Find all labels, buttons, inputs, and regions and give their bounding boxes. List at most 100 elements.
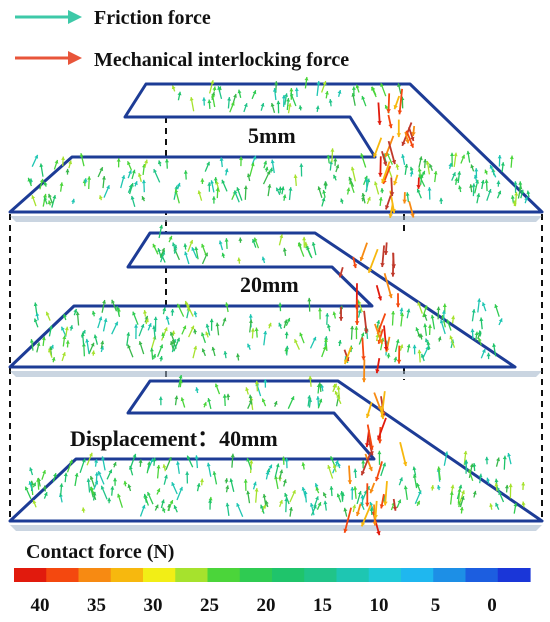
force-vector-head (402, 199, 407, 204)
force-vector-head (43, 181, 48, 186)
force-vector-head (327, 465, 332, 469)
force-vector-head (147, 492, 151, 496)
colorbar-tick-label: 10 (370, 595, 389, 616)
force-vector-head (169, 341, 174, 345)
legend: Friction force Mechanical interlocking f… (15, 7, 349, 71)
force-vector-head (513, 181, 518, 185)
force-vector-head (111, 299, 115, 304)
force-vector-head (334, 391, 339, 395)
force-vector-head (101, 456, 105, 461)
force-vector-head (368, 466, 373, 471)
friction-legend-arrow (15, 10, 82, 24)
force-vector-head (459, 506, 464, 511)
force-vector-head (377, 439, 383, 444)
force-vector-head (415, 327, 420, 332)
force-arrows-40mm (24, 374, 526, 536)
force-vector-head (281, 95, 286, 99)
force-vector-head (34, 154, 39, 159)
force-vector-head (207, 182, 212, 186)
force-vector-head (411, 132, 416, 136)
force-vector-head (397, 110, 403, 115)
force-vector-head (174, 395, 179, 400)
force-vector-head (382, 161, 388, 166)
force-vector-head (71, 198, 76, 203)
force-vector-head (65, 168, 70, 173)
force-vector-head (138, 459, 143, 463)
force-vector-head (504, 484, 509, 489)
force-vector-head (245, 387, 250, 392)
force-vector-head (466, 150, 471, 155)
force-vector (363, 310, 368, 334)
force-vector-head (239, 156, 243, 161)
force-vector-head (481, 302, 486, 307)
force-vector-head (469, 184, 474, 188)
force-vector-head (343, 528, 348, 533)
force-vector-head (361, 96, 366, 100)
force-vector-head (484, 456, 489, 461)
force-vector-head (251, 239, 256, 243)
force-vector-head (367, 196, 371, 201)
force-vector-head (90, 486, 95, 491)
force-vector-head (36, 478, 41, 482)
force-vector (381, 161, 391, 184)
force-vector-head (380, 414, 385, 420)
force-vector-head (29, 467, 33, 472)
colorbar-swatch (336, 568, 370, 582)
force-vector-head (288, 187, 293, 191)
force-vector-head (209, 318, 214, 323)
force-vector-head (337, 462, 341, 467)
force-vector-head (267, 322, 272, 327)
force-vector-head (416, 188, 421, 193)
force-vector-head (507, 453, 511, 457)
force-vector-head (282, 247, 287, 252)
force-vector-head (384, 105, 389, 109)
force-vector-head (98, 316, 103, 321)
force-vector-head (278, 302, 283, 307)
force-vector-head (369, 451, 374, 456)
force-vector-head (162, 464, 167, 468)
force-vector-head (156, 465, 161, 469)
force-vector-head (290, 396, 295, 401)
force-vector-head (444, 451, 449, 456)
force-vector-head (289, 88, 294, 92)
force-vector-head (276, 100, 281, 105)
force-vector-head (374, 181, 378, 186)
force-vector-head (91, 310, 96, 315)
force-vector-head (183, 243, 188, 247)
force-vector-head (468, 469, 472, 473)
force-vector-head (149, 458, 154, 463)
colorbar-tick-label: 0 (487, 595, 497, 616)
force-vector-head (62, 352, 66, 356)
force-vector-head (98, 195, 103, 200)
force-vector-head (457, 171, 462, 175)
force-vector-head (224, 168, 229, 173)
force-vector-head (396, 359, 402, 364)
force-vector-head (168, 235, 173, 240)
force-vector-head (144, 495, 148, 500)
force-vector-head (340, 198, 344, 203)
force-vector-head (332, 464, 337, 468)
force-vector-head (383, 251, 389, 255)
force-vector-head (450, 484, 455, 489)
panel-label-5mm: 5mm (248, 123, 296, 148)
force-vector-head (477, 298, 482, 302)
force-vector-head (190, 325, 195, 330)
force-vector-head (361, 193, 366, 197)
force-vector-head (131, 169, 136, 174)
force-vector-head (263, 330, 268, 335)
force-vector-head (521, 501, 526, 506)
force-vector-head (448, 163, 453, 167)
force-vector-head (158, 396, 163, 400)
force-vector-head (233, 94, 237, 98)
force-vector-head (510, 195, 515, 199)
force-vector-head (386, 353, 391, 357)
force-vector-head (417, 349, 422, 354)
force-vector-head (134, 324, 138, 328)
force-vector-head (287, 103, 292, 107)
force-vector-head (207, 99, 212, 104)
force-vector-head (200, 178, 205, 182)
force-vector-head (330, 456, 334, 460)
force-arrows-5mm (27, 76, 531, 218)
force-vector-head (39, 178, 44, 183)
force-vector-head (382, 462, 387, 467)
